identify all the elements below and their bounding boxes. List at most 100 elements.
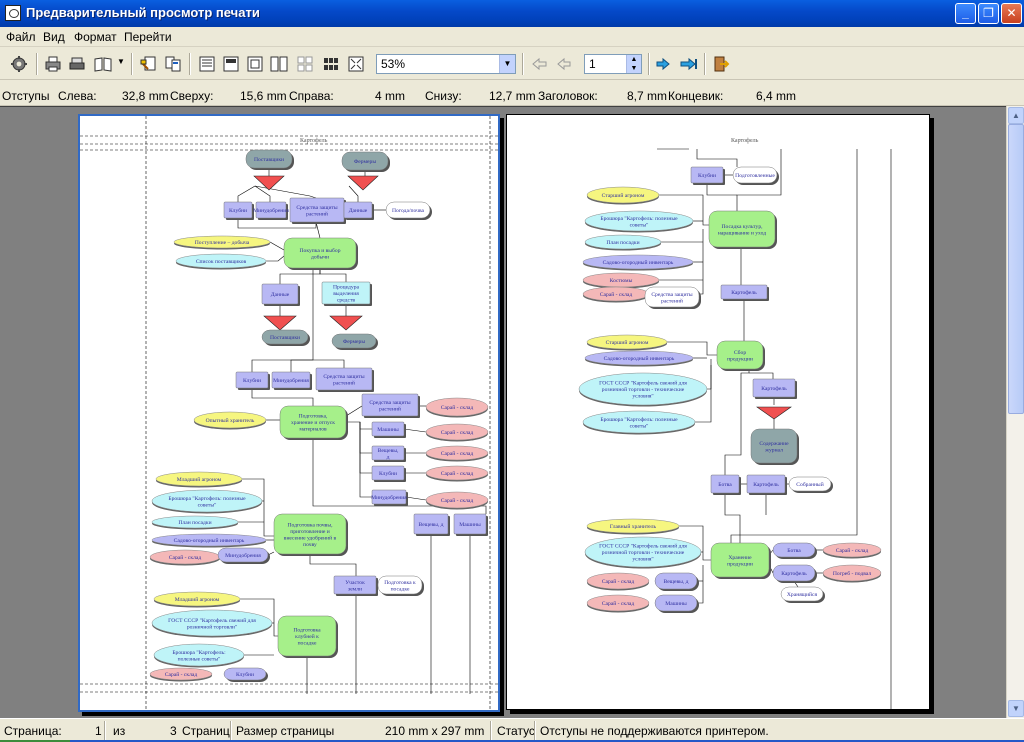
page2-node-10: Картофель: [720, 284, 769, 301]
page1-merge-icon-3: [263, 315, 297, 331]
pages-icon[interactable]: [164, 55, 182, 73]
page2-connector-16: [695, 365, 712, 423]
title-bar[interactable]: Предварительный просмотр печати _ ❐ ✕: [0, 0, 1024, 27]
print-setup-icon[interactable]: [68, 55, 86, 73]
svg-text:Картофель: Картофель: [761, 385, 787, 392]
layout-icon-2[interactable]: [222, 55, 240, 73]
menu-go[interactable]: Перейти: [124, 30, 172, 44]
page1-connector-11: [279, 268, 321, 284]
top-margin-value[interactable]: 15,6 mm: [240, 89, 287, 103]
page1-heading: Картофель: [300, 137, 328, 144]
minimize-button[interactable]: _: [955, 3, 976, 24]
scroll-up-button[interactable]: ▲: [1008, 107, 1024, 124]
many-pages-icon[interactable]: [322, 55, 340, 73]
header-margin-value[interactable]: 8,7 mm: [627, 89, 668, 103]
zoom-select[interactable]: 53% ▼: [376, 54, 516, 74]
svg-text:Брошюра "Картофель: полезные: Брошюра "Картофель: полезные: [600, 416, 678, 423]
svg-text:Садово-огородный инвентарь: Садово-огородный инвентарь: [603, 259, 674, 266]
svg-text:Старший агроном: Старший агроном: [606, 339, 649, 346]
svg-text:Средства защиты: Средства защиты: [296, 205, 338, 211]
svg-text:Клубни: Клубни: [236, 671, 254, 678]
page2-node-23: Сарай - склад: [586, 572, 650, 591]
page2-node-20: Собранный: [788, 476, 833, 493]
svg-text:Клубни: Клубни: [698, 172, 716, 179]
svg-text:растений: растений: [379, 405, 401, 412]
page2-connector-2: [736, 149, 782, 211]
svg-text:Брошюра "Картофель: полезные: Брошюра "Картофель: полезные: [168, 495, 246, 502]
page1-node-2: Клубни: [223, 201, 254, 220]
right-margin-value[interactable]: 4 mm: [375, 89, 405, 103]
menu-view[interactable]: Вид: [43, 30, 65, 44]
page1-node-44: Сарай - склад: [149, 667, 213, 682]
svg-text:Вещевы,: Вещевы,: [378, 448, 399, 454]
scroll-thumb[interactable]: [1008, 124, 1024, 414]
menu-format[interactable]: Формат: [74, 30, 117, 44]
page2-heading: Картофель: [731, 137, 759, 144]
status-label: Статус: [497, 724, 535, 738]
app-icon[interactable]: [5, 5, 21, 21]
svg-text:Хранение: Хранение: [728, 555, 752, 561]
prev-page-icon[interactable]: [555, 55, 573, 73]
page1-connector-9: [269, 241, 285, 251]
page2-connector-34: [730, 149, 858, 543]
page1-node-27: Сарай - склад: [425, 465, 489, 482]
maximize-button[interactable]: ❐: [978, 3, 999, 24]
status-size-label: Размер страницы: [236, 724, 335, 738]
page2-node-29: Картофель: [772, 564, 817, 583]
page1-node-31: План посадки: [151, 515, 239, 530]
layout-icon-1[interactable]: [198, 55, 216, 73]
print-icon[interactable]: [44, 55, 62, 73]
page1-merge-icon-1: [253, 175, 285, 191]
svg-text:посадке: посадке: [391, 586, 410, 592]
chevron-down-icon[interactable]: ▼: [499, 55, 515, 73]
svg-text:Сарай - склад: Сарай - склад: [602, 600, 635, 607]
first-page-icon[interactable]: [530, 55, 548, 73]
svg-text:Фермеры: Фермеры: [343, 339, 365, 345]
four-pages-icon[interactable]: [296, 55, 314, 73]
book-icon[interactable]: [94, 55, 112, 73]
svg-text:земли: земли: [348, 586, 362, 592]
page2-connector-28: [697, 565, 704, 604]
page2-connector-3: [706, 183, 737, 196]
page1-node-37: Машины: [453, 513, 488, 536]
page1-node-10: Данные: [261, 283, 300, 306]
page2-node-5: Садово-огородный инвентарь: [582, 254, 694, 271]
footer-margin-value[interactable]: 6,4 mm: [756, 89, 797, 103]
chevron-down-icon[interactable]: ▼: [117, 57, 125, 66]
page1-node-7: Поступление – добыча: [173, 235, 271, 250]
fit-page-icon[interactable]: [347, 55, 365, 73]
two-pages-icon[interactable]: [270, 55, 288, 73]
page1-node-32: Садово-огородный инвентарь: [151, 533, 267, 548]
next-page-icon[interactable]: [654, 55, 672, 73]
layout-icon-3[interactable]: [246, 55, 264, 73]
last-page-icon[interactable]: [679, 55, 697, 73]
page-spinner[interactable]: ▲▼: [626, 55, 641, 73]
page2-node-0: Клубни: [690, 166, 725, 185]
scroll-down-button[interactable]: ▼: [1008, 700, 1024, 717]
bottom-margin-value[interactable]: 12,7 mm: [489, 89, 536, 103]
left-margin-value[interactable]: 32,8 mm: [122, 89, 169, 103]
svg-text:добычи: добычи: [311, 253, 329, 260]
svg-text:Погода/почва: Погода/почва: [392, 208, 425, 214]
svg-text:средств: средств: [337, 298, 355, 304]
vertical-scrollbar[interactable]: ▲ ▼: [1006, 106, 1024, 718]
menu-file[interactable]: Файл: [6, 30, 36, 44]
page-number-input[interactable]: 1 ▲▼: [584, 54, 642, 74]
bottom-strip: [0, 740, 1024, 742]
exit-icon[interactable]: [712, 55, 730, 73]
page-setup-icon[interactable]: [140, 55, 158, 73]
close-button[interactable]: ✕: [1001, 3, 1022, 24]
svg-text:почву: почву: [303, 542, 317, 548]
gear-icon[interactable]: [10, 55, 28, 73]
svg-text:Подготовка: Подготовка: [293, 628, 321, 634]
page1-node-35: Подготовка почвы,приготовление ивнесение…: [273, 513, 348, 556]
